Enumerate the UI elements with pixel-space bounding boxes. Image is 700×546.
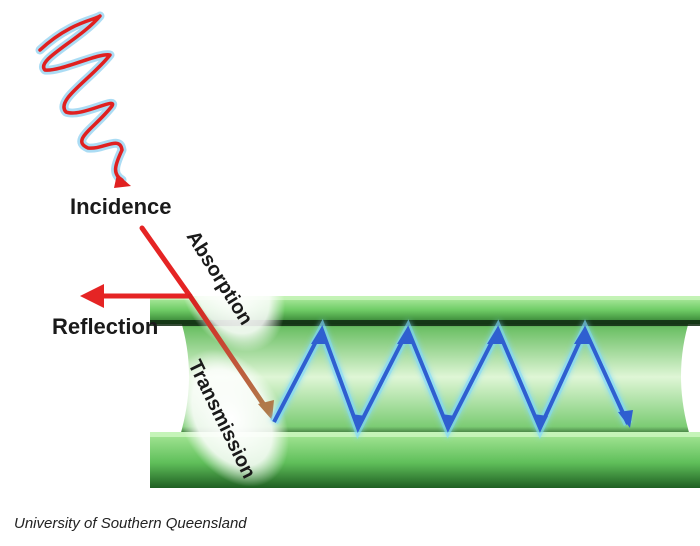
transmission-arrow — [187, 293, 274, 420]
reflection-arrow — [80, 284, 190, 308]
waveguide-core — [180, 318, 690, 436]
waveguide-top-plate — [150, 296, 700, 324]
source-credit: University of Southern Queensland — [14, 515, 247, 532]
label-reflection: Reflection — [52, 314, 158, 339]
internal-reflection-ray — [270, 318, 633, 440]
waveguide — [150, 296, 700, 488]
incidence-ray — [139, 225, 193, 299]
arrow-icon — [114, 174, 131, 188]
label-incidence: Incidence — [70, 194, 171, 219]
incident-wave — [35, 11, 131, 188]
